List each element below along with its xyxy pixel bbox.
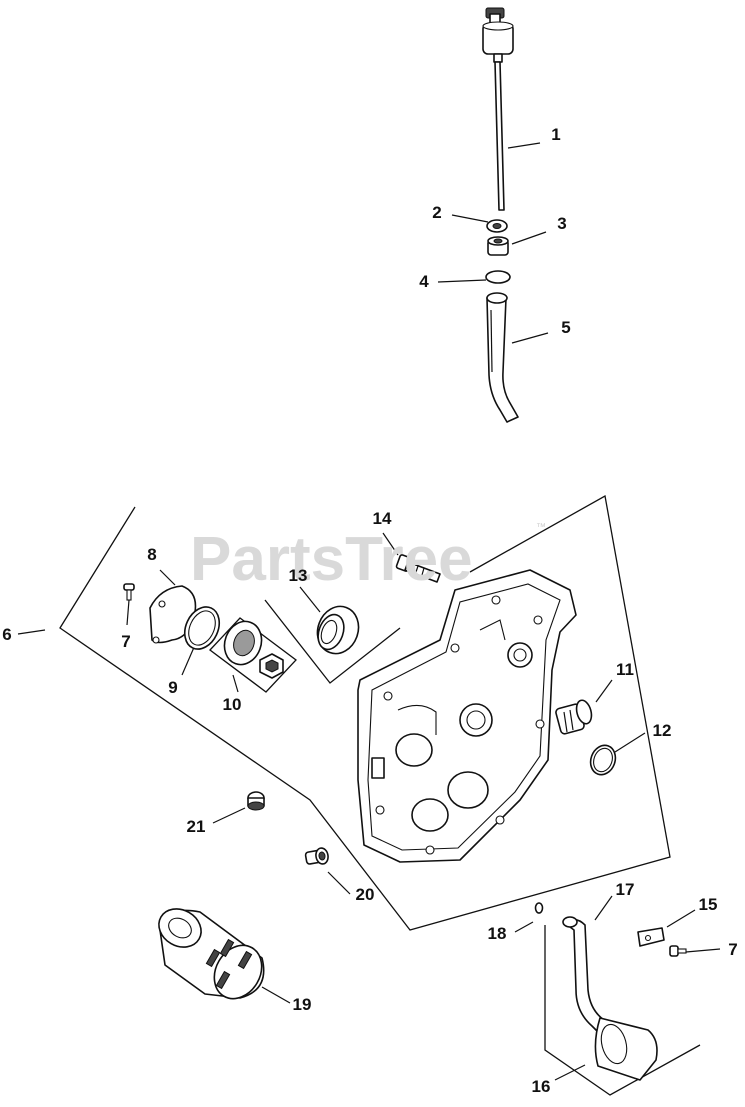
callout-labels: 1 2 3 4 5 6 7 8 9 10 11 12 13 14 15 7 16… <box>2 125 737 1096</box>
o-ring-large-part <box>589 744 617 776</box>
callout-7-upper[interactable]: 7 <box>121 632 130 651</box>
small-o-ring-part <box>534 902 544 914</box>
dipstick-part <box>482 7 514 211</box>
callout-20[interactable]: 20 <box>356 885 375 904</box>
cover-part <box>149 585 197 644</box>
pickup-tube-part <box>562 916 658 1081</box>
callout-1[interactable]: 1 <box>551 125 560 144</box>
callout-11[interactable]: 11 <box>616 660 634 679</box>
closure-plate-part <box>357 569 577 863</box>
callout-15[interactable]: 15 <box>699 895 718 914</box>
bracket-part <box>637 927 665 947</box>
dipstick-tube-part <box>486 292 519 423</box>
tube-fitting-part <box>487 236 509 256</box>
watermark: PartsTree ™ <box>190 522 546 594</box>
watermark-text: PartsTree <box>190 525 473 594</box>
screw-part <box>123 583 135 601</box>
callout-6[interactable]: 6 <box>2 625 11 644</box>
callout-17[interactable]: 17 <box>616 880 635 899</box>
drain-plug-part <box>304 847 329 865</box>
callout-8[interactable]: 8 <box>147 545 156 564</box>
screw-part-lower <box>669 945 687 957</box>
o-ring-part <box>485 270 511 284</box>
plug-part <box>247 791 265 811</box>
oil-filter-part <box>158 908 265 1000</box>
callout-7-lower[interactable]: 7 <box>728 940 737 959</box>
leader-lines <box>17 142 721 1081</box>
callout-13[interactable]: 13 <box>289 566 308 585</box>
callout-18[interactable]: 18 <box>488 924 507 943</box>
callout-21[interactable]: 21 <box>187 817 206 836</box>
callout-16[interactable]: 16 <box>532 1077 551 1096</box>
callout-3[interactable]: 3 <box>557 214 566 233</box>
oil-seal-part <box>316 605 360 655</box>
group-outline-closure-plate <box>59 494 701 1096</box>
oil-screen-part <box>555 699 593 735</box>
callout-14[interactable]: 14 <box>373 509 392 528</box>
watermark-trademark: ™ <box>536 522 546 533</box>
callout-12[interactable]: 12 <box>653 721 672 740</box>
callout-4[interactable]: 4 <box>419 272 429 291</box>
bolt-part <box>395 554 441 583</box>
seal-ring-part <box>183 606 221 650</box>
washer-part <box>486 219 508 233</box>
callout-5[interactable]: 5 <box>561 318 570 337</box>
callout-2[interactable]: 2 <box>432 203 441 222</box>
callout-9[interactable]: 9 <box>168 678 177 697</box>
oil-pump-rotor-part <box>209 617 297 693</box>
callout-10[interactable]: 10 <box>223 695 242 714</box>
callout-19[interactable]: 19 <box>293 995 312 1014</box>
